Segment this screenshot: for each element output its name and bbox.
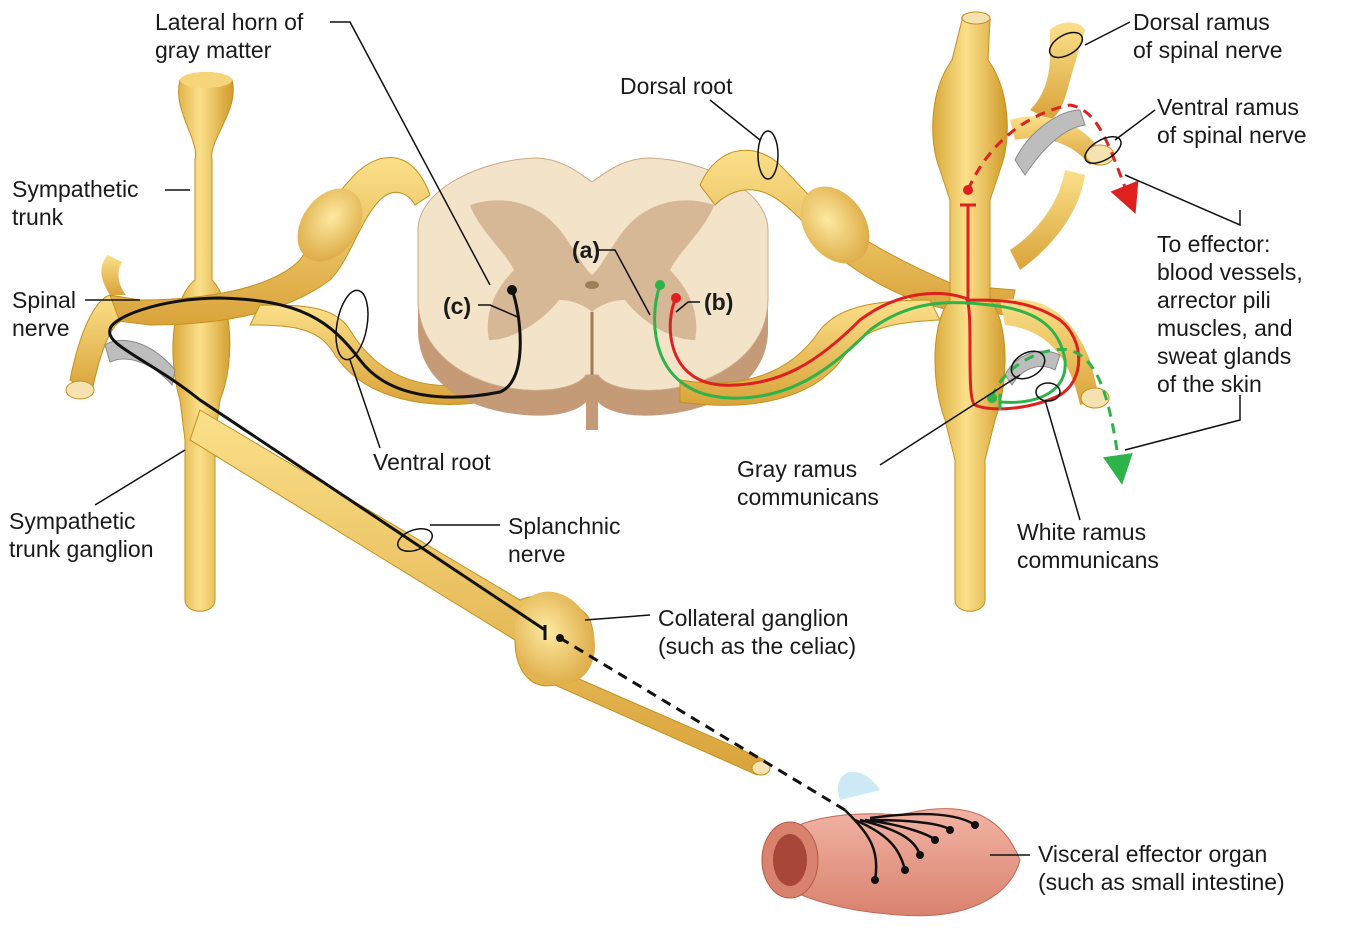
label-ventral-root: Ventral root [373, 448, 491, 476]
label-visceral-effector: Visceral effector organ (such as small i… [1038, 840, 1285, 896]
label-white-ramus: White ramus communicans [1017, 518, 1159, 574]
label-to-effector: To effector: blood vessels, arrector pil… [1157, 230, 1303, 398]
left-sympathetic-trunk [173, 72, 233, 611]
label-dorsal-ramus: Dorsal ramus of spinal nerve [1133, 8, 1283, 64]
label-ventral-ramus: Ventral ramus of spinal nerve [1157, 93, 1307, 149]
label-sympathetic-trunk: Sympathetic trunk [12, 175, 139, 231]
marker-c: (c) [443, 292, 471, 320]
collateral-ganglion-shape [500, 578, 609, 697]
label-spinal-nerve: Spinal nerve [12, 286, 76, 342]
label-dorsal-root: Dorsal root [620, 72, 732, 100]
label-collateral-ganglion: Collateral ganglion (such as the celiac) [658, 604, 856, 660]
marker-a: (a) [572, 236, 600, 264]
label-sympathetic-trunk-ganglion: Sympathetic trunk ganglion [9, 507, 154, 563]
marker-b: (b) [704, 288, 733, 316]
label-gray-ramus: Gray ramus communicans [737, 455, 879, 511]
label-lateral-horn: Lateral horn of gray matter [155, 8, 303, 64]
label-splanchnic-nerve: Splanchnic nerve [508, 512, 621, 568]
